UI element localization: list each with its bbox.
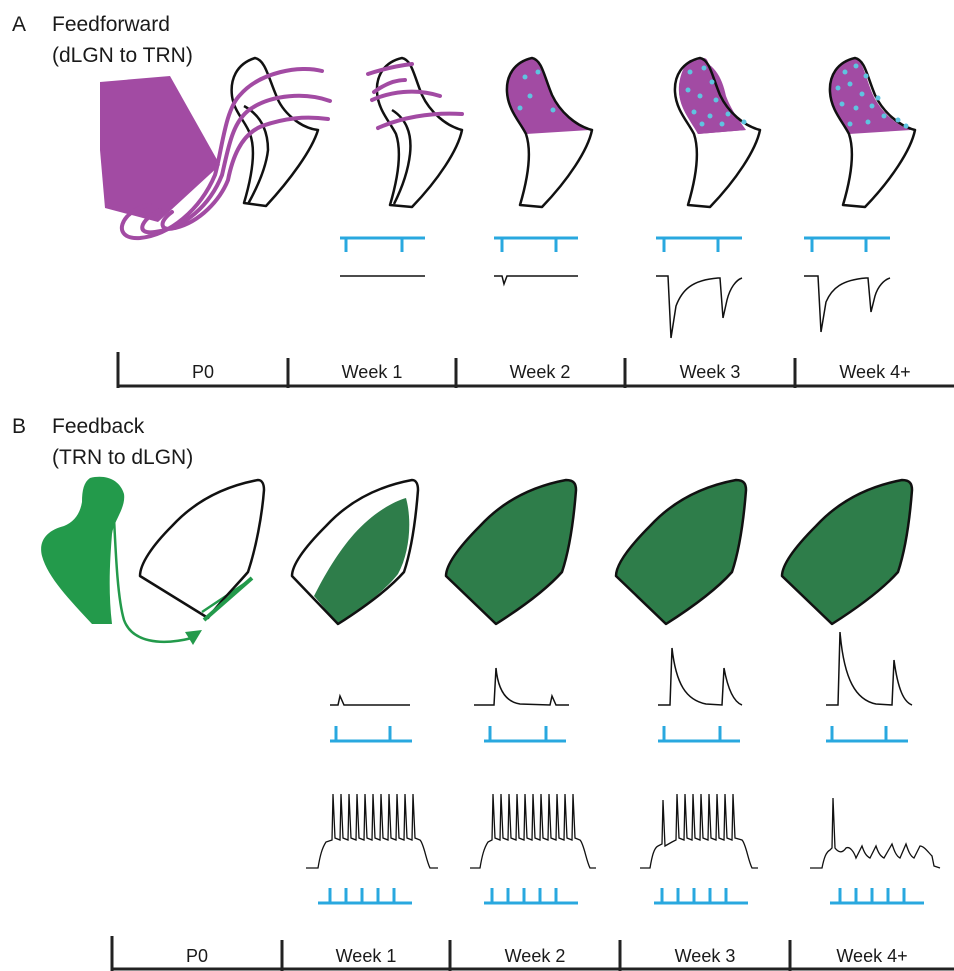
timeline-b-week3: Week 3 xyxy=(675,946,736,966)
panel-a-subtitle: (dLGN to TRN) xyxy=(52,44,193,67)
timeline-a-week1: Week 1 xyxy=(342,362,403,382)
trn-week4 xyxy=(830,58,915,207)
panel-b: B Feedback (TRN to dLGN) xyxy=(12,415,954,971)
stimulus-markers-a xyxy=(340,238,890,252)
trn-week3 xyxy=(675,58,760,207)
timeline-b-week1: Week 1 xyxy=(336,946,397,966)
timeline-a-p0: P0 xyxy=(192,362,214,382)
stimulus-pair-b xyxy=(330,726,908,741)
timeline-b-week4: Week 4+ xyxy=(836,946,907,966)
dlgn-week1 xyxy=(292,480,418,624)
dlgn-week4 xyxy=(782,480,912,624)
trn-source-shape xyxy=(41,477,124,624)
trn-week2 xyxy=(507,58,592,207)
trn-axon xyxy=(114,518,250,642)
panel-b-letter: B xyxy=(12,415,26,438)
dlgn-p0-axon-end xyxy=(204,578,252,620)
stimulus-train-b xyxy=(318,888,924,903)
panel-a-title: Feedforward xyxy=(52,13,170,36)
timeline-a-week2: Week 2 xyxy=(510,362,571,382)
dlgn-week2 xyxy=(446,480,576,624)
dlgn-week3 xyxy=(616,480,746,624)
timeline-b-week2: Week 2 xyxy=(505,946,566,966)
panel-a: A Feedforward (dLGN to TRN) xyxy=(12,13,954,388)
timeline-a-week4: Week 4+ xyxy=(839,362,910,382)
panel-b-title: Feedback xyxy=(52,415,145,438)
trn-p0 xyxy=(232,58,318,206)
dlgn-p0 xyxy=(140,480,264,618)
trn-axon-arrowhead xyxy=(185,630,202,645)
trn-week1 xyxy=(368,58,462,207)
panel-b-subtitle: (TRN to dLGN) xyxy=(52,446,193,469)
ipsc-traces-b xyxy=(330,632,912,705)
epsc-traces-a xyxy=(340,276,890,338)
timeline-a-week3: Week 3 xyxy=(680,362,741,382)
spike-traces-b xyxy=(306,794,940,868)
panel-a-letter: A xyxy=(12,13,26,36)
timeline-b-p0: P0 xyxy=(186,946,208,966)
